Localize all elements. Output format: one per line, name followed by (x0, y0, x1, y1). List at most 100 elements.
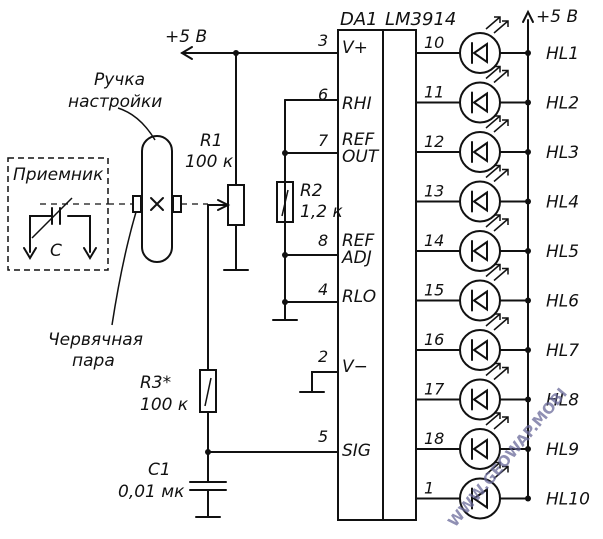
pin-num-7: 7 (318, 131, 329, 150)
pin-ref-out-label-2: OUT (342, 147, 380, 167)
light-arrow (493, 267, 509, 282)
cap-variable-arrow (31, 197, 73, 239)
led-label: HL3 (546, 143, 579, 163)
cap-label: C (50, 241, 62, 261)
r1-value: 100 к (185, 152, 234, 172)
led-label: HL7 (546, 341, 579, 361)
pin-num-4: 4 (318, 280, 328, 299)
output-pin-number: 11 (424, 83, 444, 102)
pin-num-5: 5 (318, 427, 328, 446)
refadj-dot (282, 252, 288, 258)
sig-dot (205, 449, 211, 455)
cap-left-arrow (23, 247, 37, 260)
c1-value: 0,01 мк (118, 482, 185, 502)
diode-triangle (472, 339, 488, 361)
diode-triangle (472, 240, 488, 262)
receiver-title: Приемник (13, 165, 104, 185)
pin-num-6: 6 (318, 85, 328, 104)
pin-ref-out-label-1: REF (342, 130, 375, 150)
led-label: HL4 (546, 193, 579, 213)
tuning-knob: Ручка настройки (68, 70, 208, 263)
receiver-outline (7, 157, 109, 271)
diode-triangle (472, 487, 488, 510)
diode-triangle (472, 42, 488, 64)
worm-label-1: Червячная (48, 330, 143, 350)
diode-triangle (472, 289, 488, 312)
light-arrow (485, 115, 501, 129)
diode-triangle (472, 190, 488, 213)
r1-potentiometer: R1 100 к (185, 52, 249, 371)
light-arrow (493, 465, 509, 480)
light-arrow (493, 119, 509, 133)
knob-body (141, 135, 173, 263)
knob-pointer (117, 107, 156, 141)
output-pin-number: 18 (424, 429, 444, 448)
r3-name: R3* (140, 373, 171, 393)
output-pin-number: 12 (424, 132, 444, 151)
led-label: HL8 (546, 391, 579, 411)
r3-c1: R3* 100 к C1 0,01 мк (118, 369, 339, 518)
output-pin-number: 15 (424, 281, 444, 300)
diode-triangle (472, 141, 488, 163)
knob-label-2: настройки (68, 92, 162, 112)
ic-name: DA1 (340, 9, 378, 30)
ic-da1: DA1 LM3914 V+ RHI REF OUT REF ADJ RLO V−… (318, 9, 456, 521)
right-supply-arrow (522, 9, 534, 23)
r2-value: 1,2 к (300, 202, 343, 222)
light-arrow (493, 416, 509, 430)
r1-name: R1 (200, 131, 223, 151)
r3-value: 100 к (140, 395, 189, 415)
refout-dot (282, 150, 288, 156)
pin-sig-label: SIG (342, 441, 371, 461)
diode-triangle (472, 388, 488, 411)
supply-right: +5 В (522, 7, 578, 499)
output-pin-number: 1 (424, 479, 434, 498)
output-pin-number: 17 (424, 380, 445, 399)
worm-label-2: пара (72, 351, 115, 371)
light-arrow (485, 313, 501, 327)
led-label: HL1 (546, 44, 579, 64)
pin-rlo-label: RLO (342, 287, 376, 307)
pin-ref-adj-label-2: ADJ (341, 248, 372, 268)
r2-mark (281, 189, 289, 217)
pin-rhi-label: RHI (342, 94, 372, 114)
knob-label-1: Ручка (94, 70, 145, 90)
ic-body-outline (337, 29, 417, 521)
led-bank: 10HL111HL212HL313HL414HL515HL616HL717HL8… (415, 16, 590, 520)
ic-part: LM3914 (385, 9, 456, 30)
pin-num-8: 8 (318, 231, 328, 250)
led-label: HL6 (546, 292, 579, 312)
led-label: HL5 (546, 242, 579, 262)
pin-v-plus-label: V+ (342, 38, 368, 58)
vminus-ground (299, 371, 339, 393)
left-supply-arrow (180, 46, 193, 60)
light-arrow (493, 69, 509, 84)
cap-right-arrow (83, 247, 97, 260)
worm-pair: Червячная пара (48, 211, 143, 371)
right-supply-label: +5 В (536, 7, 578, 27)
cap-left-wire (29, 215, 53, 253)
light-arrow (485, 362, 501, 377)
light-arrow (485, 263, 501, 278)
led-label: HL10 (546, 490, 590, 510)
light-arrow (493, 168, 509, 183)
r1-wiper-arrow (217, 199, 231, 211)
r2-name: R2 (300, 181, 323, 201)
light-arrow (485, 461, 501, 476)
rlo-dot (282, 299, 288, 305)
light-arrow (485, 214, 501, 228)
c1-name: C1 (148, 460, 171, 480)
diode-triangle (472, 91, 488, 114)
worm-pointer (111, 211, 137, 326)
worm-block-right (172, 195, 182, 213)
